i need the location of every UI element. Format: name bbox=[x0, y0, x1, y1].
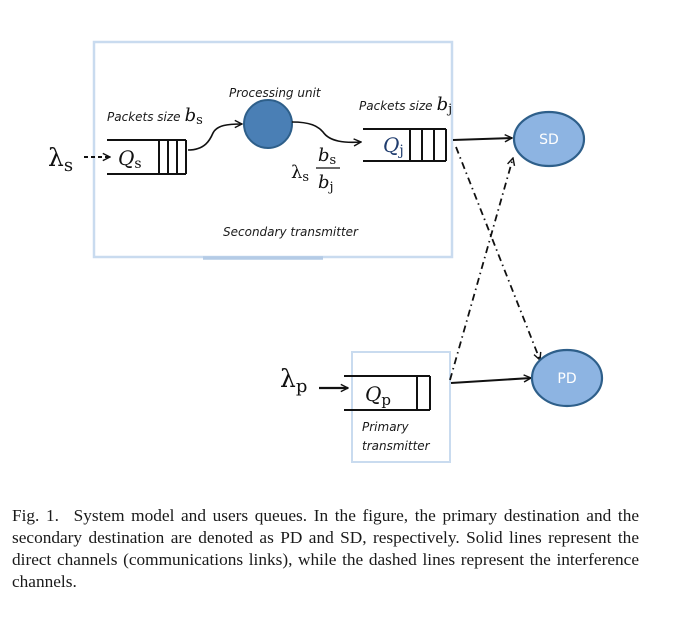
queue-qj-label: Qj bbox=[383, 133, 404, 159]
primary-destination-node: PD bbox=[530, 348, 604, 408]
primary-transmitter-frame bbox=[351, 351, 451, 463]
processing-to-qj-arrow bbox=[291, 121, 361, 142]
secondary-arrival-rate-symbol: λs bbox=[48, 143, 73, 176]
primary-queue-qp bbox=[344, 375, 431, 411]
direct-link-qp-pd bbox=[450, 378, 531, 384]
processing-unit-label: Processing unit bbox=[229, 86, 322, 100]
figure-caption: Fig. 1. System model and users queues. I… bbox=[12, 505, 639, 593]
primary-arrival-rate-symbol: λp bbox=[280, 364, 307, 397]
queue-qs-label: Qs bbox=[118, 146, 142, 172]
output-queue-qj bbox=[363, 128, 447, 162]
processing-unit-node bbox=[243, 99, 293, 149]
primary-transmitter-label-line1: Primary bbox=[362, 420, 409, 434]
secondary-transmitter-label: Secondary transmitter bbox=[223, 225, 359, 239]
primary-transmitter-label-line2: transmitter bbox=[362, 439, 431, 453]
secondary-transmitter-frame bbox=[92, 40, 454, 260]
secondary-destination-node: SD bbox=[512, 110, 586, 168]
qs-to-processing-arrow bbox=[187, 124, 242, 151]
output-rate-expression: λs bs bj bbox=[291, 145, 340, 195]
queue-qp-label: Qp bbox=[365, 382, 391, 409]
svg-text:λs: λs bbox=[291, 162, 309, 185]
interference-link-qj-pd bbox=[455, 146, 540, 360]
sd-label: SD bbox=[539, 132, 559, 148]
caption-label: Fig. 1. bbox=[12, 506, 59, 525]
interference-link-qp-sd bbox=[449, 158, 513, 381]
svg-text:bs: bs bbox=[318, 145, 336, 168]
input-queue-qs bbox=[107, 139, 187, 175]
caption-text: System model and users queues. In the fi… bbox=[12, 506, 640, 591]
pd-label: PD bbox=[557, 371, 576, 387]
direct-link-qj-sd bbox=[452, 138, 512, 140]
svg-text:bj: bj bbox=[318, 172, 334, 195]
